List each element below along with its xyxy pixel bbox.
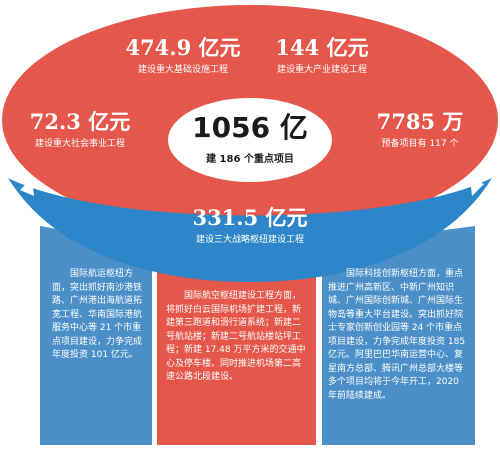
stat-label: 建设重大基础设施工程	[137, 65, 228, 75]
right-panel: 国际科技创新枢纽方面，重点推进广州高新区、中新广州知识城、广州国际创新城、广州国…	[328, 268, 466, 403]
strategic-label: 建设三大战略枢纽建设工程	[195, 235, 304, 245]
right-panel-bg	[322, 226, 475, 445]
left-panel-bg	[40, 226, 152, 445]
stat-value: 144 亿元	[275, 35, 369, 60]
stat-label: 预备项目有 117 个	[381, 139, 459, 149]
stat-label: 建设重大产业建设工程	[276, 65, 367, 75]
right-arrow-icon	[470, 178, 484, 196]
panel-text: 国际航空枢纽建设工程方面，将抓好白云国际机场扩建工程，新建第三跑道和滑行道系统；…	[166, 291, 306, 382]
stat-value: 72.3 亿元	[29, 109, 131, 134]
middle-panel-bg	[157, 262, 316, 445]
headline-value: 1056 亿	[192, 111, 308, 144]
panel-text: 国际航运枢纽方面，突出抓好南沙港铁路、广州港出海航道拓宽工程、华南国际港航服务中…	[52, 269, 143, 360]
left-arrow-icon	[20, 178, 34, 196]
stat-value: 7785 万	[376, 109, 464, 134]
stat-value: 474.9 亿元	[125, 35, 241, 60]
middle-panel: 国际航空枢纽建设工程方面，将抓好白云国际机场扩建工程，新建第三跑道和滑行道系统；…	[166, 290, 308, 385]
panel-text: 国际科技创新枢纽方面，重点推进广州高新区、中新广州知识城、广州国际创新城、广州国…	[328, 269, 466, 401]
headline-label: 建 186 个重点项目	[206, 154, 294, 165]
stat-label: 建设重大社会事业工程	[34, 139, 125, 149]
left-panel: 国际航运枢纽方面，突出抓好南沙港铁路、广州港出海航道拓宽工程、华南国际港航服务中…	[52, 268, 148, 363]
center-circle	[168, 98, 332, 182]
blue-lens	[8, 178, 492, 282]
strategic-value: 331.5 亿元	[192, 205, 308, 230]
